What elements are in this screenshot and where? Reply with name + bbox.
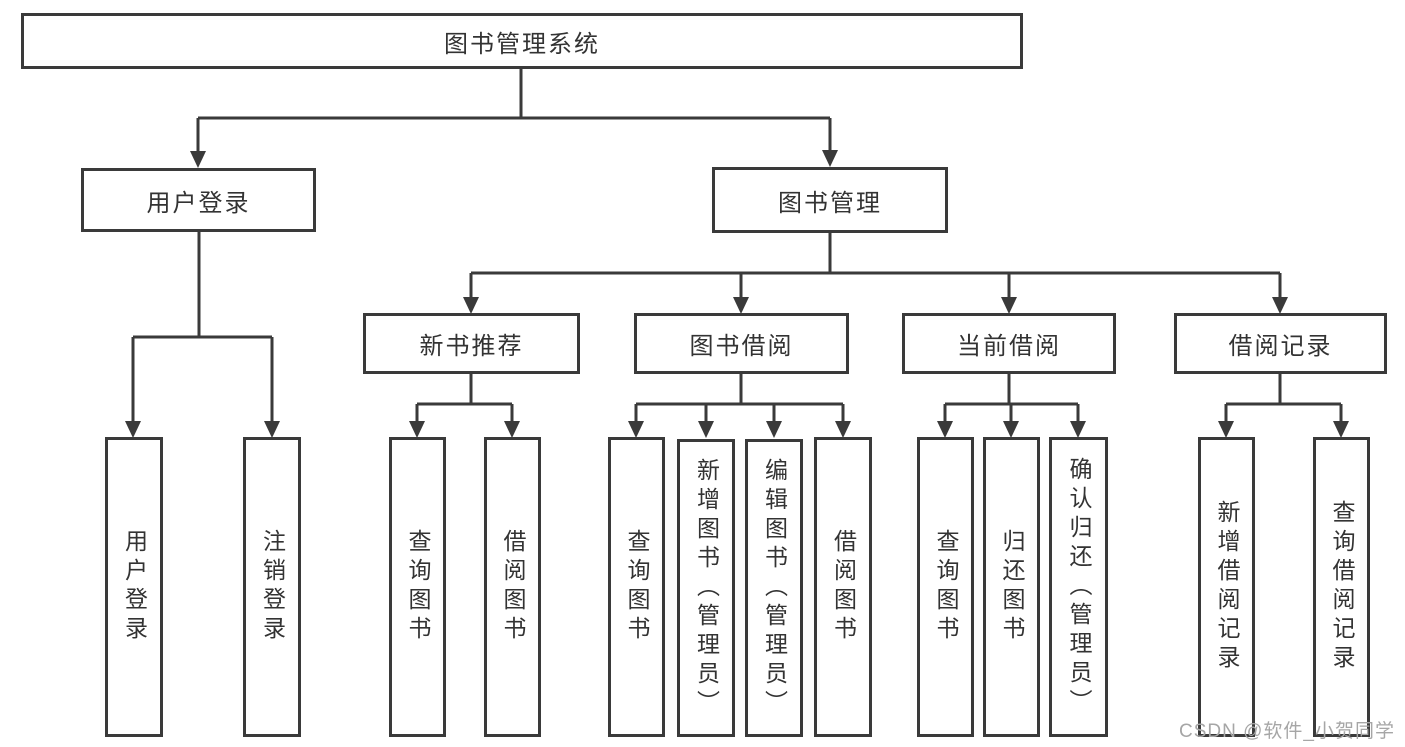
node-borrow-records: 借阅记录 [1174,313,1387,374]
leaf-borrow-books-2: 借阅图书 [814,437,872,737]
leaf-query-books-3: 查询图书 [917,437,974,737]
leaf-query-borrow-record: 查询借阅记录 [1313,437,1370,737]
leaf-query-books-2: 查询图书 [608,437,665,737]
csdn-watermark: CSDN @软件_小贺同学 [1179,721,1395,742]
leaf-borrow-books-1: 借阅图书 [484,437,541,737]
leaf-query-borrow-record-label: 查询借阅记录 [1329,500,1355,674]
leaf-add-book-admin-label: 新增图书（管理员） [693,457,720,719]
node-book-borrow: 图书借阅 [634,313,849,374]
leaf-query-books-1-label: 查询图书 [405,529,431,645]
leaf-query-books-2-label: 查询图书 [624,529,650,645]
node-user-login-label: 用户登录 [146,189,251,217]
node-book-borrow-label: 图书借阅 [689,333,794,360]
node-current-borrow: 当前借阅 [902,313,1116,374]
node-borrow-records-label: 借阅记录 [1228,333,1333,360]
node-root: 图书管理系统 [21,13,1023,69]
leaf-add-borrow-record-label: 新增借阅记录 [1214,500,1240,674]
leaf-confirm-return-admin-label: 确认归还（管理员） [1066,456,1092,718]
leaf-query-books-1: 查询图书 [389,437,446,737]
leaf-return-books-label: 归还图书 [999,529,1025,645]
leaf-user-login: 用户登录 [105,437,163,737]
arrowheads [125,150,1349,438]
leaf-return-books: 归还图书 [983,437,1040,737]
node-current-borrow-label: 当前借阅 [957,333,1061,360]
node-root-label: 图书管理系统 [444,30,600,58]
leaf-borrow-books-2-label: 借阅图书 [830,529,857,645]
node-book-management-label: 图书管理 [778,189,882,217]
leaf-add-book-admin: 新增图书（管理员） [677,439,735,737]
leaf-logout-label: 注销登录 [259,529,286,645]
leaf-confirm-return-admin: 确认归还（管理员） [1049,437,1108,737]
leaf-borrow-books-1-label: 借阅图书 [500,529,526,645]
leaf-add-borrow-record: 新增借阅记录 [1198,437,1255,737]
leaf-user-login-label: 用户登录 [121,529,148,645]
node-new-book-recommend-label: 新书推荐 [419,333,524,360]
node-new-book-recommend: 新书推荐 [363,313,580,374]
leaf-edit-book-admin: 编辑图书（管理员） [745,439,803,737]
leaf-logout: 注销登录 [243,437,301,737]
node-user-login: 用户登录 [81,168,316,232]
leaf-query-books-3-label: 查询图书 [933,529,959,645]
leaf-edit-book-admin-label: 编辑图书（管理员） [761,457,788,719]
node-book-management: 图书管理 [712,167,948,233]
